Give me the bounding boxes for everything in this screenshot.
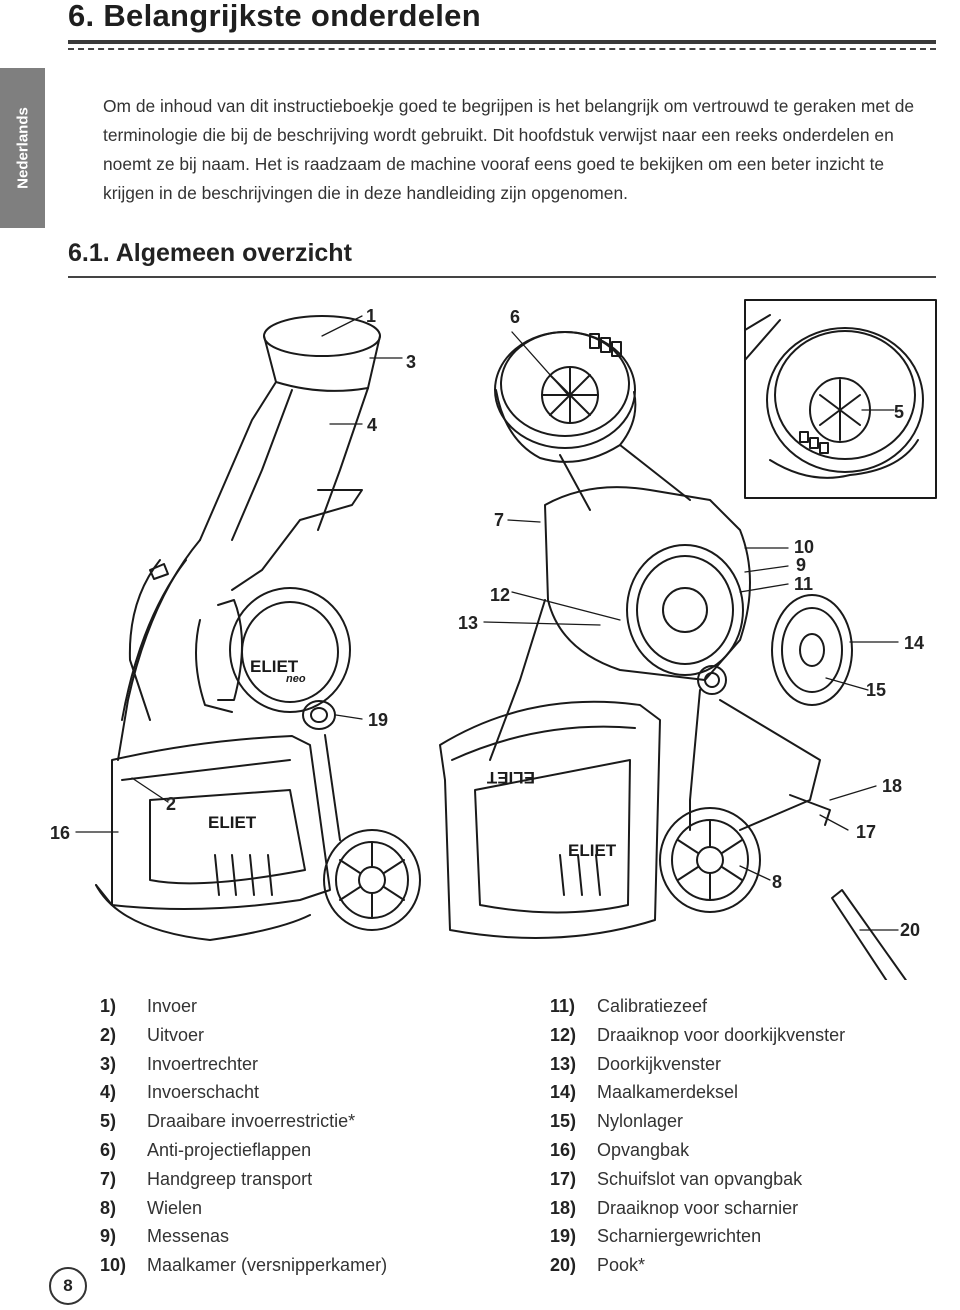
callout-6: 6 [510, 307, 520, 327]
top-view-inset [744, 299, 937, 499]
callout-2: 2 [166, 794, 176, 814]
legend-item: 8)Wielen [100, 1197, 203, 1218]
title-rule [68, 40, 936, 44]
callout-16: 16 [50, 823, 70, 843]
legend-item: 4)Invoerschacht [100, 1082, 260, 1103]
legend-item: 13)Doorkijkvenster [550, 1053, 722, 1074]
legend-item: 12)Draaiknop voor doorkijkvenster [550, 1024, 846, 1045]
legend-item: 9)Messenas [100, 1226, 230, 1247]
brand-label-drum: ELIET [250, 657, 299, 676]
callout-9: 9 [796, 555, 806, 575]
callout-14: 14 [904, 633, 924, 653]
brand-label-right-bin: ELIET [568, 841, 617, 860]
callout-12: 12 [490, 585, 510, 605]
legend-item: 19)Scharniergewrichten [550, 1226, 762, 1247]
legend-item: 2)Uitvoer [100, 1024, 205, 1045]
callout-13: 13 [458, 613, 478, 633]
legend-item: 6)Anti-projectieflappen [100, 1139, 312, 1160]
brand-label-bin-rim: ELIET [486, 768, 535, 787]
section-title: 6.1. Algemeen overzicht [68, 239, 352, 267]
language-tab-label: Nederlands [14, 107, 31, 189]
left-machine-illustration [95, 315, 421, 941]
hopper-top-illustration [494, 331, 691, 511]
callout-7: 7 [494, 510, 504, 530]
callout-17: 17 [856, 822, 876, 842]
callout-15: 15 [866, 680, 886, 700]
legend-right-column: 11)Calibratiezeef 12)Draaiknop voor door… [550, 992, 845, 1280]
callout-8: 8 [772, 872, 782, 892]
callout-5: 5 [894, 402, 904, 422]
legend-item: 3)Invoertrechter [100, 1053, 259, 1074]
legend-item: 1)Invoer [100, 996, 198, 1016]
legend-item: 7)Handgreep transport [100, 1168, 313, 1189]
callout-20: 20 [900, 920, 920, 940]
language-tab: Nederlands [0, 68, 45, 228]
page-title: 6. Belangrijkste onderdelen [68, 0, 481, 33]
brand-label-left-bin: ELIET [208, 813, 257, 832]
callout-3: 3 [406, 352, 416, 372]
callout-19: 19 [368, 710, 388, 730]
machine-diagram: ELIET neo ELIET ELIET ELIET 1 2 3 4 5 6 … [50, 299, 937, 980]
title-dashed-rule [68, 48, 936, 50]
legend-item: 20)Pook* [550, 1255, 646, 1276]
legend-item: 11)Calibratiezeef [550, 996, 708, 1016]
legend-item: 17)Schuifslot van opvangbak [550, 1168, 803, 1189]
legend-item: 10)Maalkamer (versnipperkamer) [100, 1255, 388, 1276]
poker-tool-illustration [831, 889, 908, 980]
legend-item: 18)Draaiknop voor scharnier [550, 1197, 799, 1218]
brand-label-model: neo [286, 673, 306, 685]
legend-item: 14)Maalkamerdeksel [550, 1082, 739, 1103]
legend-item: 15)Nylonlager [550, 1111, 684, 1132]
callout-leaders [75, 315, 899, 931]
section-rule [68, 276, 936, 278]
callout-1: 1 [366, 306, 376, 326]
legend-item: 5)Draaibare invoerrestrictie* [100, 1111, 356, 1132]
right-machine-illustration [439, 486, 853, 939]
callout-10: 10 [794, 537, 814, 557]
legend-left-column: 1)Invoer 2)Uitvoer 3)Invoertrechter 4)In… [100, 992, 387, 1280]
page-number: 8 [49, 1267, 87, 1305]
legend-item: 16)Opvangbak [550, 1139, 690, 1160]
intro-paragraph: Om de inhoud van dit instructieboekje go… [103, 96, 915, 203]
callout-4: 4 [367, 415, 377, 435]
callout-11: 11 [794, 574, 813, 594]
callout-18: 18 [882, 776, 902, 796]
